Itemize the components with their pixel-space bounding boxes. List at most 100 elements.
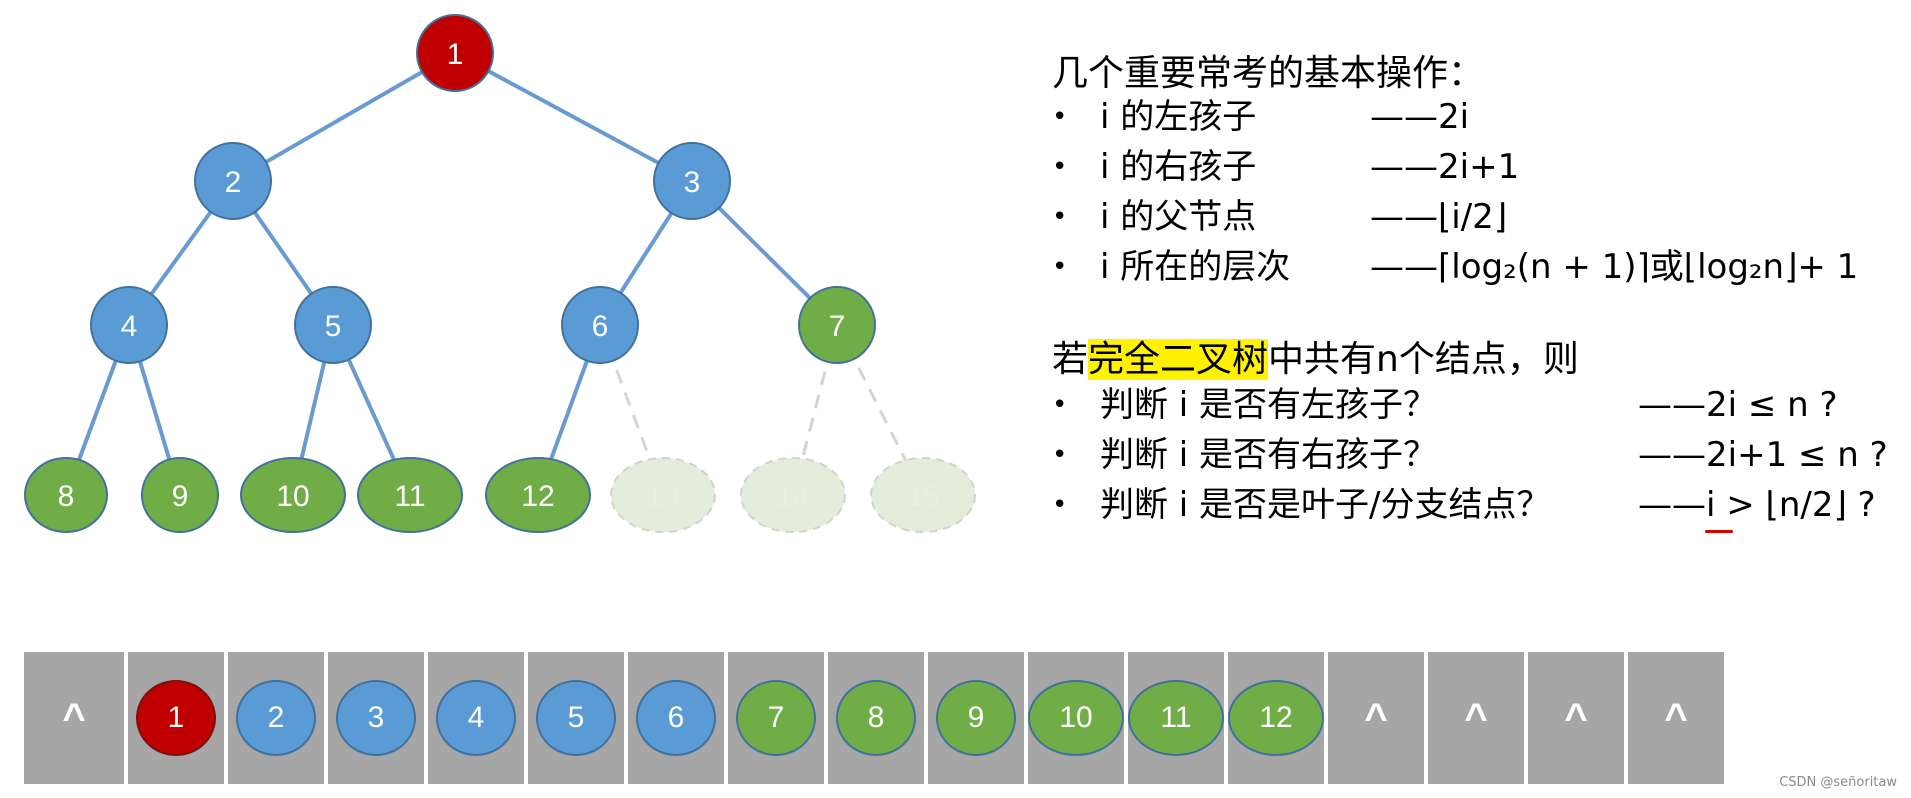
tree-node-circle xyxy=(357,457,463,533)
tree-node-5: 5 xyxy=(294,286,372,364)
tree-node-label: 12 xyxy=(521,480,554,513)
bullet: • xyxy=(1052,440,1068,470)
tree-node-4: 4 xyxy=(90,286,168,364)
array-cell-16: ^ xyxy=(1628,652,1728,784)
array-cell-5: 5 xyxy=(528,652,628,784)
tree-node-1: 1 xyxy=(416,14,494,92)
tree-node-15: 15 xyxy=(870,457,976,533)
array-cell-0: ^ xyxy=(24,652,128,784)
array-cell-2: 2 xyxy=(228,652,328,784)
check-result: ——2i ≤ n ? xyxy=(1638,385,1838,425)
bullet: • xyxy=(1052,202,1068,232)
array-cell-10: 10 xyxy=(1028,652,1128,784)
op-result: ——⌊i/2⌋ xyxy=(1370,197,1508,237)
tree-node-label: 13 xyxy=(646,480,679,513)
array-node-4: 4 xyxy=(436,680,516,756)
tree-node-circle xyxy=(561,286,639,364)
tree-node-circle xyxy=(90,286,168,364)
array-cell-7: 7 xyxy=(728,652,828,784)
bullet: • xyxy=(1052,152,1068,182)
array-node-3: 3 xyxy=(336,680,416,756)
null-marker: ^ xyxy=(1564,695,1588,740)
tree-node-12: 12 xyxy=(485,457,591,533)
array-cell-14: ^ xyxy=(1428,652,1528,784)
op-result: ——⌈log₂(n + 1)⌉或⌊log₂n⌋+ 1 xyxy=(1370,247,1859,287)
array-node-12: 12 xyxy=(1228,680,1324,756)
tree-node-6: 6 xyxy=(561,286,639,364)
tree-node-circle xyxy=(870,457,976,533)
tree-node-circle xyxy=(798,286,876,364)
tree-node-circle xyxy=(141,457,219,533)
heading-suffix: 中共有n个结点，则 xyxy=(1268,339,1579,380)
tree-node-13: 13 xyxy=(610,457,716,533)
tree-node-label: 15 xyxy=(906,480,939,513)
op-result: ——2i+1 xyxy=(1370,147,1520,187)
tree-node-9: 9 xyxy=(141,457,219,533)
tree-node-circle xyxy=(294,286,372,364)
tree-node-circle xyxy=(416,14,494,92)
array-node-9: 9 xyxy=(936,680,1016,756)
tree-node-label: 9 xyxy=(172,480,189,513)
op-result: ——2i xyxy=(1370,97,1470,137)
tree-node-circle xyxy=(24,457,108,533)
array-node-1: 1 xyxy=(136,680,216,756)
array-node-10: 10 xyxy=(1028,680,1124,756)
tree-node-circle xyxy=(740,457,846,533)
array-cell-12: 12 xyxy=(1228,652,1328,784)
tree-edge-1-3 xyxy=(454,51,693,183)
tree-node-label: 8 xyxy=(58,480,75,513)
tree-node-circle xyxy=(194,142,272,220)
array-cell-9: 9 xyxy=(928,652,1028,784)
red-underline-mark xyxy=(1705,530,1733,533)
watermark: CSDN @señoritaw xyxy=(1779,775,1897,790)
tree-node-circle xyxy=(653,142,731,220)
tree-node-label: 6 xyxy=(592,310,609,343)
op-label: i 所在的层次 xyxy=(1100,247,1291,287)
array-cell-8: 8 xyxy=(828,652,928,784)
bullet: • xyxy=(1052,102,1068,132)
tree-edge-1-2 xyxy=(232,51,456,183)
tree-node-14: 14 xyxy=(740,457,846,533)
tree-node-label: 14 xyxy=(776,480,809,513)
op-label: i 的父节点 xyxy=(1100,197,1257,237)
heading-prefix: 若 xyxy=(1052,339,1089,380)
check-label: 判断 i 是否是叶子/分支结点？ xyxy=(1100,485,1551,525)
array-cell-11: 11 xyxy=(1128,652,1228,784)
tree-node-label: 3 xyxy=(684,166,701,199)
tree-node-label: 1 xyxy=(447,38,464,71)
tree-node-circle xyxy=(485,457,591,533)
array-node-6: 6 xyxy=(636,680,716,756)
array-node-5: 5 xyxy=(536,680,616,756)
operations-heading: 几个重要常考的基本操作： xyxy=(1052,53,1485,94)
array-cell-13: ^ xyxy=(1328,652,1428,784)
bullet: • xyxy=(1052,390,1068,420)
bullet: • xyxy=(1052,490,1068,520)
tree-node-11: 11 xyxy=(357,457,463,533)
array-node-11: 11 xyxy=(1128,680,1224,756)
tree-node-3: 3 xyxy=(653,142,731,220)
null-marker: ^ xyxy=(1364,695,1388,740)
array-cell-4: 4 xyxy=(428,652,528,784)
array-node-8: 8 xyxy=(836,680,916,756)
array-node-2: 2 xyxy=(236,680,316,756)
array-cell-6: 6 xyxy=(628,652,728,784)
array-cell-1: 1 xyxy=(128,652,228,784)
tree-node-label: 7 xyxy=(829,310,846,343)
check-label: 判断 i 是否有左孩子？ xyxy=(1100,385,1438,425)
check-label: 判断 i 是否有右孩子？ xyxy=(1100,435,1438,475)
complete-tree-heading: 若完全二叉树中共有n个结点，则 xyxy=(1052,330,1579,382)
tree-node-circle xyxy=(240,457,346,533)
tree-node-2: 2 xyxy=(194,142,272,220)
check-result: ——i > ⌊n/2⌋ ? xyxy=(1638,485,1876,525)
check-result: ——2i+1 ≤ n ? xyxy=(1638,435,1888,475)
tree-node-circle xyxy=(610,457,716,533)
tree-node-7: 7 xyxy=(798,286,876,364)
array-node-7: 7 xyxy=(736,680,816,756)
highlight-term: 完全二叉树 xyxy=(1088,339,1269,380)
op-label: i 的左孩子 xyxy=(1100,97,1257,137)
tree-node-label: 11 xyxy=(394,480,425,513)
null-marker: ^ xyxy=(1664,695,1688,740)
array-cell-3: 3 xyxy=(328,652,428,784)
